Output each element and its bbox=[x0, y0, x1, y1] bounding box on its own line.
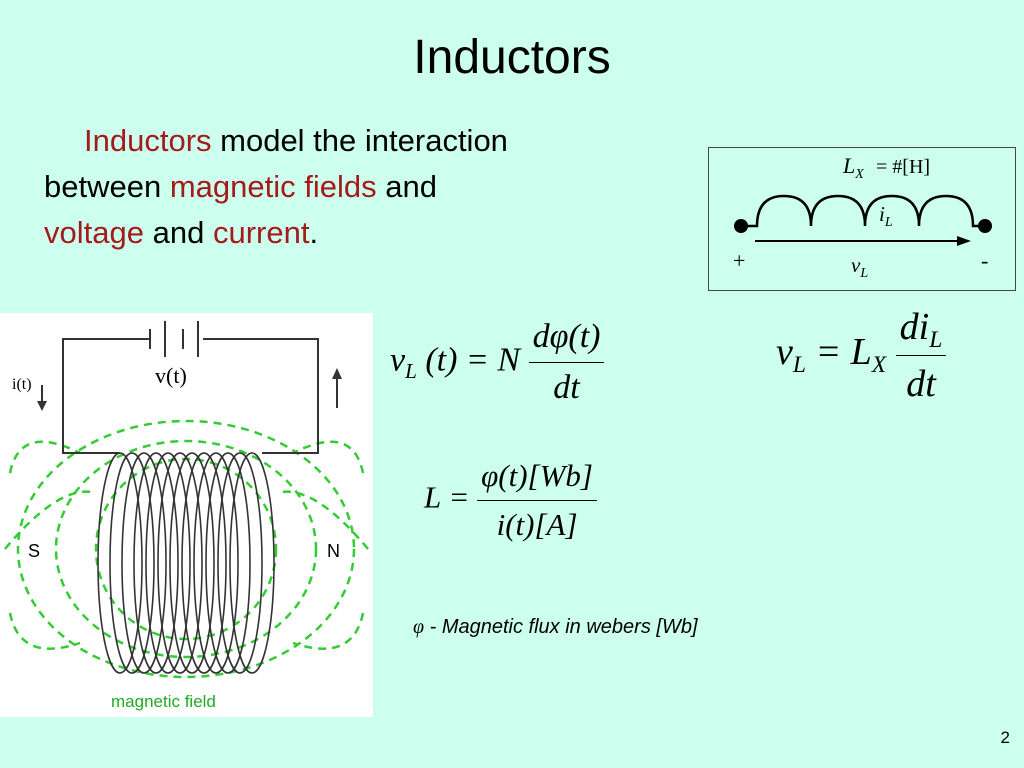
intro-text-1: model the interaction bbox=[220, 123, 508, 158]
solenoid-figure: i(t) v(t) S N magnetic field bbox=[0, 313, 373, 717]
eq2-fraction: diL dt bbox=[895, 305, 947, 406]
plus-sign: + bbox=[733, 248, 745, 273]
intro-magnetic-fields: magnetic fields bbox=[169, 169, 377, 204]
eq1-numerator: dφ(t) bbox=[528, 318, 605, 363]
eq3-denominator: i(t)[A] bbox=[496, 507, 578, 542]
voltage-label-vt: v(t) bbox=[155, 363, 187, 388]
current-label-it: i(t) bbox=[12, 376, 32, 393]
equation-inductor-law: vL = LX diL dt bbox=[776, 305, 947, 406]
current-label: iL bbox=[879, 202, 893, 230]
eq3-equals: = bbox=[448, 479, 470, 515]
magnetic-field-caption: magnetic field bbox=[111, 692, 216, 711]
flux-text: - Magnetic flux in webers [Wb] bbox=[424, 616, 698, 638]
eq1-N: N bbox=[497, 341, 521, 379]
voltage-arrow-up-head bbox=[332, 368, 342, 379]
intro-text-3: and bbox=[385, 169, 437, 204]
inductor-L-label: LX bbox=[842, 153, 864, 182]
eq1-v: v bbox=[390, 341, 406, 379]
eq3-L: L bbox=[424, 479, 441, 515]
intro-period: . bbox=[309, 215, 319, 250]
slide-title: Inductors bbox=[413, 31, 611, 84]
equation-faraday: vL (t) = N dφ(t) dt bbox=[390, 318, 605, 407]
circuit-wire bbox=[62, 321, 319, 454]
eq1-fraction: dφ(t) dt bbox=[528, 318, 605, 407]
north-pole-label: N bbox=[327, 541, 340, 561]
solenoid-coil bbox=[97, 452, 275, 674]
magnetic-field-lines bbox=[4, 419, 369, 679]
current-arrowhead bbox=[957, 236, 971, 246]
eq1-denominator: dt bbox=[553, 369, 580, 406]
eq3-fraction: φ(t)[Wb] i(t)[A] bbox=[477, 458, 597, 543]
flux-definition-note: φ - Magnetic flux in webers [Wb] bbox=[413, 616, 698, 639]
eq2-L: L bbox=[850, 331, 872, 374]
eq2-v-sub: L bbox=[792, 352, 806, 379]
inductor-coil bbox=[741, 194, 985, 228]
eq2-denominator: dt bbox=[906, 363, 936, 405]
minus-sign: - bbox=[981, 248, 988, 273]
solenoid-svg: i(t) v(t) S N magnetic field bbox=[4, 321, 369, 711]
south-pole-label: S bbox=[28, 541, 40, 561]
page-number: 2 bbox=[1000, 728, 1010, 747]
eq3-numerator: φ(t)[Wb] bbox=[477, 458, 597, 501]
current-arrow-down-head bbox=[37, 401, 47, 411]
intro-current: current bbox=[212, 215, 310, 250]
voltage-label: vL bbox=[851, 253, 868, 281]
eq2-numerator: diL bbox=[895, 305, 947, 356]
eq1-equals: = bbox=[465, 341, 489, 379]
eq2-v: v bbox=[776, 331, 793, 374]
intro-text-2: between bbox=[44, 169, 162, 204]
inductor-value: = #[H] bbox=[876, 156, 930, 178]
inductor-circuit-symbol: LX = #[H] iL vL + - bbox=[708, 147, 1016, 291]
intro-text-4: and bbox=[152, 215, 205, 250]
eq2-equals: = bbox=[815, 331, 842, 374]
intro-voltage: voltage bbox=[44, 215, 144, 250]
intro-inductors: Inductors bbox=[84, 123, 212, 158]
eq1-v-sub: L bbox=[405, 358, 417, 383]
inductor-diagram-svg: LX = #[H] iL vL + - bbox=[733, 153, 992, 281]
intro-paragraph: Inductors model the interaction between … bbox=[44, 118, 644, 256]
eq2-L-sub: X bbox=[871, 352, 887, 379]
equation-inductance: L = φ(t)[Wb] i(t)[A] bbox=[424, 458, 597, 543]
flux-symbol: φ bbox=[413, 616, 425, 638]
eq1-arg: (t) bbox=[425, 341, 458, 379]
